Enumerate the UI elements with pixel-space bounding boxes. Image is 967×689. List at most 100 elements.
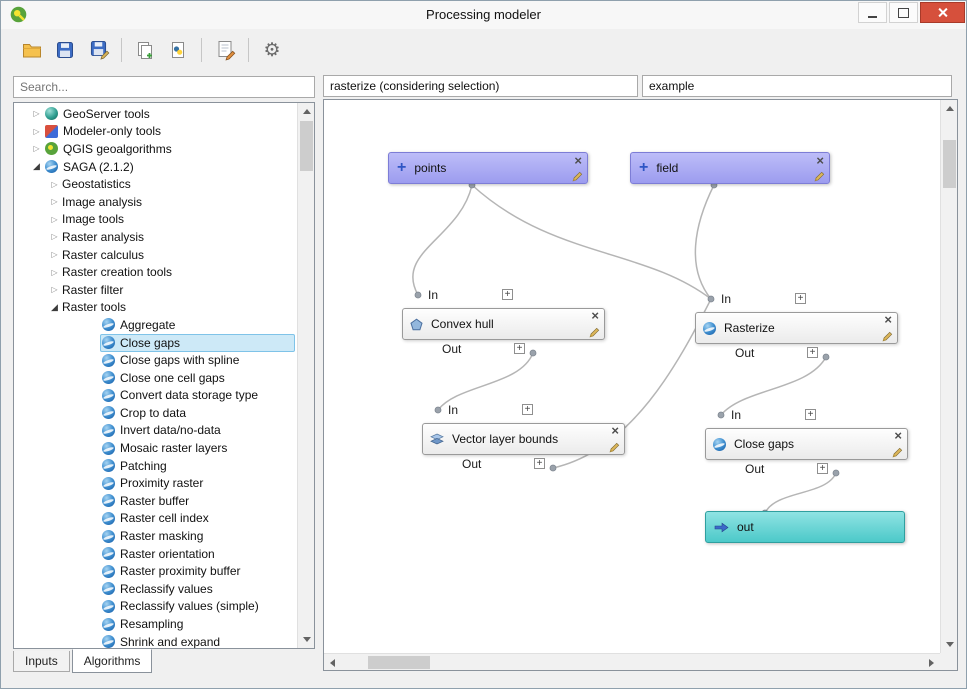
expand-arrow-icon[interactable]: ▷ <box>51 285 58 295</box>
model-group-input[interactable] <box>642 75 952 97</box>
tree-item-raster-calculus[interactable]: ▷Raster calculus <box>14 246 297 264</box>
collapse-arrow-icon[interactable]: ◢ <box>33 161 40 172</box>
tree-item-geoserver-tools[interactable]: ▷GeoServer tools <box>14 105 297 123</box>
tree-item-crop-to-data[interactable]: Crop to data <box>14 404 297 422</box>
input-node-field[interactable]: +field× <box>630 152 830 184</box>
remove-node-icon[interactable]: × <box>816 153 824 168</box>
tree-item-raster-orientation[interactable]: Raster orientation <box>14 545 297 563</box>
remove-node-icon[interactable]: × <box>611 423 619 438</box>
expand-outputs-button[interactable]: + <box>817 463 828 474</box>
algorithm-box[interactable]: Vector layer bounds× <box>422 423 625 455</box>
algorithm-node-rasterize[interactable]: In+Rasterize×Out+ <box>695 290 898 362</box>
remove-node-icon[interactable]: × <box>591 308 599 323</box>
tree-item-raster-creation-tools[interactable]: ▷Raster creation tools <box>14 263 297 281</box>
remove-node-icon[interactable]: × <box>894 428 902 443</box>
tree-item-raster-filter[interactable]: ▷Raster filter <box>14 281 297 299</box>
canvas-vertical-scrollbar[interactable] <box>940 100 957 653</box>
expand-arrow-icon[interactable]: ▷ <box>33 109 40 119</box>
algorithm-box[interactable]: Rasterize× <box>695 312 898 344</box>
expand-inputs-button[interactable]: + <box>522 404 533 415</box>
tree-item-raster-cell-index[interactable]: Raster cell index <box>14 510 297 528</box>
edit-node-icon[interactable] <box>572 171 583 182</box>
tree-item-image-analysis[interactable]: ▷Image analysis <box>14 193 297 211</box>
edit-node-icon[interactable] <box>892 447 903 458</box>
tree-item-invert-data-no-data[interactable]: Invert data/no-data <box>14 422 297 440</box>
remove-node-icon[interactable]: × <box>574 153 582 168</box>
canvas-horizontal-scroll-thumb[interactable] <box>368 656 430 669</box>
input-node-points[interactable]: +points× <box>388 152 588 184</box>
tree-item-patching[interactable]: Patching <box>14 457 297 475</box>
edit-node-icon[interactable] <box>609 442 620 453</box>
model-canvas[interactable]: +points×+field×In+Convex hull×Out+In+Ras… <box>323 99 958 671</box>
tree-item-convert-data-storage-type[interactable]: Convert data storage type <box>14 387 297 405</box>
algorithm-tree[interactable]: ▷GeoServer tools▷Modeler-only tools▷QGIS… <box>14 105 297 648</box>
expand-inputs-button[interactable]: + <box>795 293 806 304</box>
tree-item-saga-2-1-2[interactable]: ◢SAGA (2.1.2) <box>14 158 297 176</box>
tree-item-image-tools[interactable]: ▷Image tools <box>14 211 297 229</box>
expand-arrow-icon[interactable]: ▷ <box>51 197 58 207</box>
close-button[interactable] <box>920 2 965 23</box>
expand-inputs-button[interactable]: + <box>805 409 816 420</box>
edit-node-icon[interactable] <box>882 331 893 342</box>
canvas-vertical-scroll-thumb[interactable] <box>943 140 956 188</box>
scroll-right-button[interactable] <box>923 654 940 671</box>
expand-arrow-icon[interactable]: ▷ <box>51 232 58 242</box>
export-as-image-button[interactable] <box>130 35 160 65</box>
expand-arrow-icon[interactable]: ▷ <box>51 267 58 277</box>
tree-item-geostatistics[interactable]: ▷Geostatistics <box>14 175 297 193</box>
title-bar[interactable]: Processing modeler <box>1 1 966 29</box>
tree-item-raster-proximity-buffer[interactable]: Raster proximity buffer <box>14 562 297 580</box>
maximize-button[interactable] <box>889 2 918 23</box>
algorithm-node-vector-layer-bounds[interactable]: In+Vector layer bounds×Out+ <box>422 401 625 473</box>
expand-inputs-button[interactable]: + <box>502 289 513 300</box>
tree-scroll-thumb[interactable] <box>300 121 313 171</box>
algorithm-node-convex-hull[interactable]: In+Convex hull×Out+ <box>402 286 605 358</box>
run-model-button[interactable]: ⚙ <box>257 35 287 65</box>
tree-scrollbar[interactable] <box>297 103 314 648</box>
expand-arrow-icon[interactable]: ▷ <box>33 144 40 154</box>
tree-item-raster-analysis[interactable]: ▷Raster analysis <box>14 228 297 246</box>
algorithm-node-close-gaps[interactable]: In+Close gaps×Out+ <box>705 406 908 478</box>
tree-item-mosaic-raster-layers[interactable]: Mosaic raster layers <box>14 439 297 457</box>
save-model-as-button[interactable] <box>83 35 113 65</box>
tree-item-shrink-and-expand[interactable]: Shrink and expand <box>14 633 297 648</box>
model-name-input[interactable] <box>323 75 638 97</box>
tree-item-raster-masking[interactable]: Raster masking <box>14 527 297 545</box>
tab-inputs[interactable]: Inputs <box>13 651 70 672</box>
expand-outputs-button[interactable]: + <box>807 347 818 358</box>
scroll-up-button[interactable] <box>941 100 958 117</box>
remove-node-icon[interactable]: × <box>884 312 892 327</box>
open-model-button[interactable] <box>17 35 47 65</box>
edit-model-help-button[interactable] <box>210 35 240 65</box>
scroll-down-button[interactable] <box>298 631 314 648</box>
expand-arrow-icon[interactable]: ▷ <box>51 214 58 224</box>
tree-item-aggregate[interactable]: Aggregate <box>14 316 297 334</box>
tree-item-reclassify-values-simple[interactable]: Reclassify values (simple) <box>14 598 297 616</box>
expand-arrow-icon[interactable]: ▷ <box>33 126 40 136</box>
export-as-python-button[interactable] <box>163 35 193 65</box>
tree-item-qgis-geoalgorithms[interactable]: ▷QGIS geoalgorithms <box>14 140 297 158</box>
tree-item-close-gaps-with-spline[interactable]: Close gaps with spline <box>14 351 297 369</box>
minimize-button[interactable] <box>858 2 887 23</box>
collapse-arrow-icon[interactable]: ◢ <box>51 301 58 312</box>
algorithm-box[interactable]: Convex hull× <box>402 308 605 340</box>
tree-item-close-one-cell-gaps[interactable]: Close one cell gaps <box>14 369 297 387</box>
output-node-out[interactable]: out <box>705 511 905 543</box>
expand-arrow-icon[interactable]: ▷ <box>51 250 58 260</box>
edit-node-icon[interactable] <box>589 327 600 338</box>
tree-item-close-gaps[interactable]: Close gaps <box>14 333 297 352</box>
tree-item-proximity-raster[interactable]: Proximity raster <box>14 474 297 492</box>
expand-outputs-button[interactable]: + <box>514 343 525 354</box>
save-model-button[interactable] <box>50 35 80 65</box>
expand-arrow-icon[interactable]: ▷ <box>51 179 58 189</box>
canvas-horizontal-scrollbar[interactable] <box>324 653 940 670</box>
tree-item-reclassify-values[interactable]: Reclassify values <box>14 580 297 598</box>
scroll-up-button[interactable] <box>298 103 314 120</box>
edit-node-icon[interactable] <box>814 171 825 182</box>
tree-item-raster-tools[interactable]: ◢Raster tools <box>14 299 297 317</box>
expand-outputs-button[interactable]: + <box>534 458 545 469</box>
search-input[interactable] <box>13 76 315 98</box>
tree-item-raster-buffer[interactable]: Raster buffer <box>14 492 297 510</box>
algorithm-box[interactable]: Close gaps× <box>705 428 908 460</box>
scroll-left-button[interactable] <box>324 654 341 671</box>
